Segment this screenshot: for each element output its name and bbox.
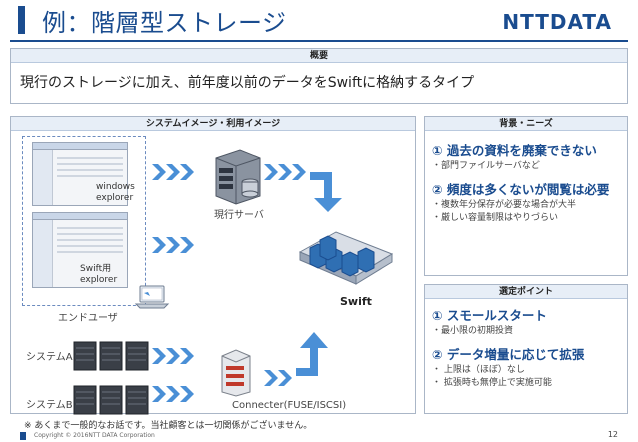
selection-2-point-1: ・ 上限は（ほぼ）なし (432, 365, 525, 375)
summary-header: 概要 (11, 49, 627, 63)
need-2-point-1: ・複数年分保存が必要な場合が大半 (432, 200, 577, 210)
connecter-server-icon (221, 349, 251, 397)
selection-header: 選定ポイント (425, 285, 627, 299)
current-server-label: 現行サーバ (214, 210, 264, 221)
swift-storage-icon (298, 231, 394, 285)
server-icon (215, 149, 261, 205)
arrow-icon (152, 237, 194, 253)
bent-arrow-down-icon (310, 172, 342, 212)
need-2-heading: ② 頻度は多くないが閲覧は必要 (432, 182, 610, 197)
swift-label: Swift (340, 295, 372, 308)
windows-explorer-label: windows explorer (96, 182, 135, 203)
laptop-icon (134, 285, 170, 309)
swift-explorer-label: Swift用 explorer (80, 264, 118, 285)
page-title: 例：階層型ストレージ (42, 9, 287, 37)
swift-explorer-window (32, 212, 128, 288)
end-user-group (22, 136, 146, 306)
windows-explorer-window (32, 142, 128, 206)
need-1-point-1: ・部門ファイルサーバなど (432, 161, 540, 171)
arrow-icon (152, 348, 194, 364)
company-logo: NTTDATA (502, 10, 612, 34)
diagram-header: システムイメージ・利用イメージ (11, 117, 415, 131)
selection-2-heading: ② データ増量に応じて拡張 (432, 347, 585, 362)
need-1-heading: ① 過去の資料を廃棄できない (432, 143, 597, 158)
server-rack-icon (73, 385, 149, 415)
title-bar: 例：階層型ストレージ NTTDATA (0, 0, 638, 40)
title-divider (10, 40, 628, 42)
selection-2-point-2: ・ 拡張時も無停止で実施可能 (432, 378, 552, 388)
end-user-label: エンドユーザ (58, 313, 118, 324)
selection-1-heading: ① スモールスタート (432, 308, 547, 323)
page-number: 12 (607, 430, 618, 439)
needs-panel (424, 116, 628, 276)
bent-arrow-up-icon (296, 332, 328, 376)
need-2-point-2: ・厳しい容量制限はやりづらい (432, 213, 559, 223)
server-rack-icon (73, 341, 149, 371)
connecter-label: Connecter(FUSE/ISCSI) (232, 400, 347, 411)
footer-accent (20, 432, 26, 440)
disclaimer-note: ※ あくまで一般的なお話です。当社顧客とは一切関係がございません。 (24, 421, 313, 431)
system-b-label: システムB (26, 400, 73, 411)
selection-panel (424, 284, 628, 414)
arrow-icon (152, 164, 194, 180)
arrow-icon (152, 386, 194, 402)
selection-1-point-1: ・最小限の初期投資 (432, 326, 514, 336)
copyright: Copyright © 2016NTT DATA Corporation (34, 432, 155, 439)
title-accent (18, 6, 25, 34)
arrow-icon (264, 370, 292, 386)
needs-header: 背景・ニーズ (425, 117, 627, 131)
arrow-icon (264, 164, 306, 180)
summary-text: 現行のストレージに加え、前年度以前のデータをSwiftに格納するタイプ (20, 75, 475, 91)
system-a-label: システムA (26, 352, 73, 363)
